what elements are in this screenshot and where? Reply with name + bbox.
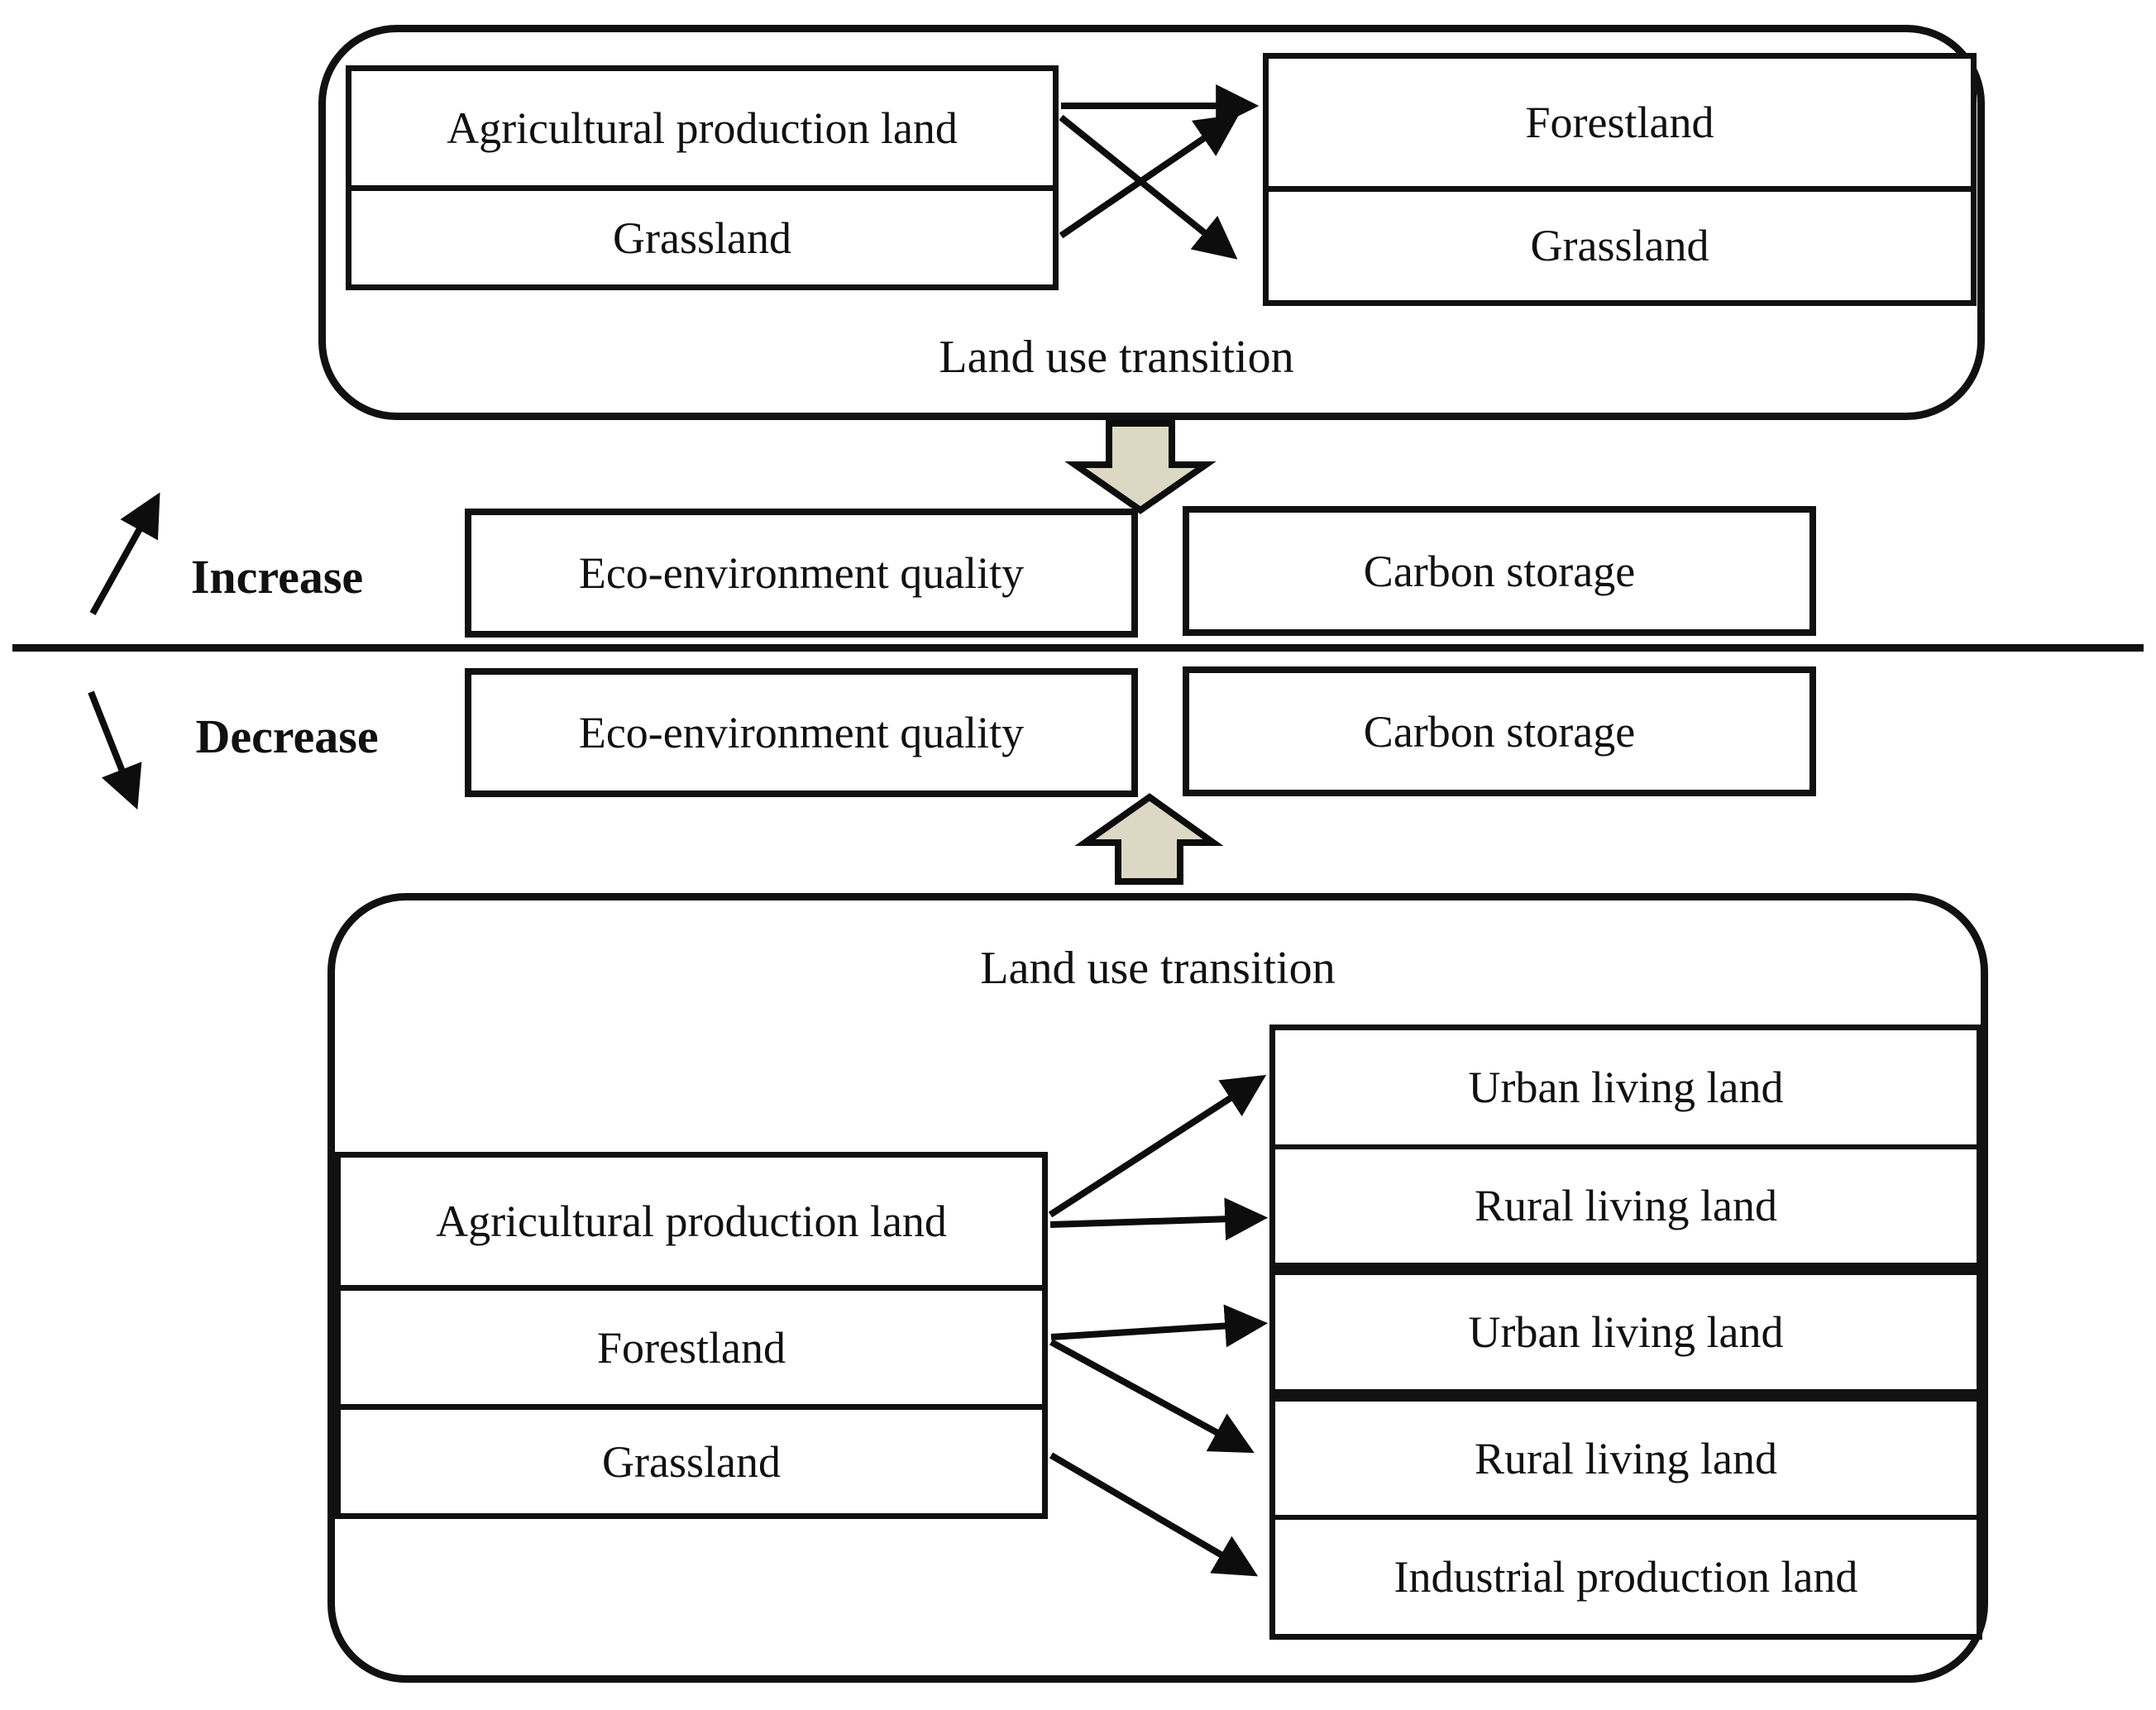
table-row: Rural living land <box>1275 1144 1977 1263</box>
row-label: Grassland <box>602 1436 781 1487</box>
table-row: Forestland <box>341 1284 1042 1404</box>
bottom-source-table: Agricultural production land Forestland … <box>335 1152 1048 1519</box>
increase-decrease-divider <box>12 644 2144 652</box>
bottom-panel-frame <box>327 893 1988 1683</box>
row-label: Agricultural production land <box>447 103 958 154</box>
table-row: Rural living land <box>1275 1388 1977 1516</box>
top-target-table: Forestland Grassland <box>1263 53 1977 306</box>
row-label: Industrial production land <box>1394 1552 1858 1603</box>
box-label: Eco-environment quality <box>578 708 1025 757</box>
table-row: Urban living land <box>1275 1030 1977 1144</box>
box-label: Carbon storage <box>1363 706 1636 757</box>
bottom-panel-title: Land use transition <box>980 943 1336 994</box>
row-label: Urban living land <box>1468 1306 1784 1357</box>
row-label: Grassland <box>1530 221 1709 271</box>
table-row: Industrial production land <box>1275 1515 1977 1634</box>
table-row: Agricultural production land <box>341 1158 1042 1285</box>
box-label: Carbon storage <box>1363 546 1636 596</box>
row-label: Forestland <box>1525 97 1714 147</box>
down-block-arrow-icon <box>1064 420 1217 514</box>
table-row: Grassland <box>351 185 1053 284</box>
increase-eco-environment-quality-box: Eco-environment quality <box>465 509 1138 638</box>
increase-carbon-storage-box: Carbon storage <box>1183 506 1816 636</box>
increase-label: Increase <box>190 550 364 604</box>
increase-trend-arrow-icon <box>89 492 160 615</box>
box-label: Eco-environment quality <box>578 548 1025 598</box>
table-row: Agricultural production land <box>351 71 1053 185</box>
row-label: Rural living land <box>1475 1181 1777 1231</box>
decrease-label: Decrease <box>195 709 379 763</box>
table-row: Urban living land <box>1275 1263 1977 1389</box>
bottom-target-table: Urban living land Rural living land Urba… <box>1269 1025 1982 1640</box>
row-label: Urban living land <box>1468 1062 1784 1112</box>
top-source-table: Agricultural production land Grassland <box>346 65 1059 290</box>
decrease-trend-arrow-icon <box>88 690 142 810</box>
table-row: Grassland <box>341 1404 1042 1513</box>
decrease-eco-environment-quality-box: Eco-environment quality <box>465 668 1138 797</box>
table-row: Grassland <box>1269 185 1971 300</box>
row-label: Rural living land <box>1475 1433 1777 1483</box>
top-panel-frame <box>318 25 1985 420</box>
up-block-arrow-icon <box>1074 793 1224 885</box>
row-label: Agricultural production land <box>436 1196 947 1246</box>
row-label: Grassland <box>613 213 791 263</box>
row-label: Forestland <box>597 1322 786 1373</box>
decrease-carbon-storage-box: Carbon storage <box>1183 666 1816 796</box>
table-row: Forestland <box>1269 59 1971 186</box>
top-panel-title: Land use transition <box>939 332 1294 383</box>
